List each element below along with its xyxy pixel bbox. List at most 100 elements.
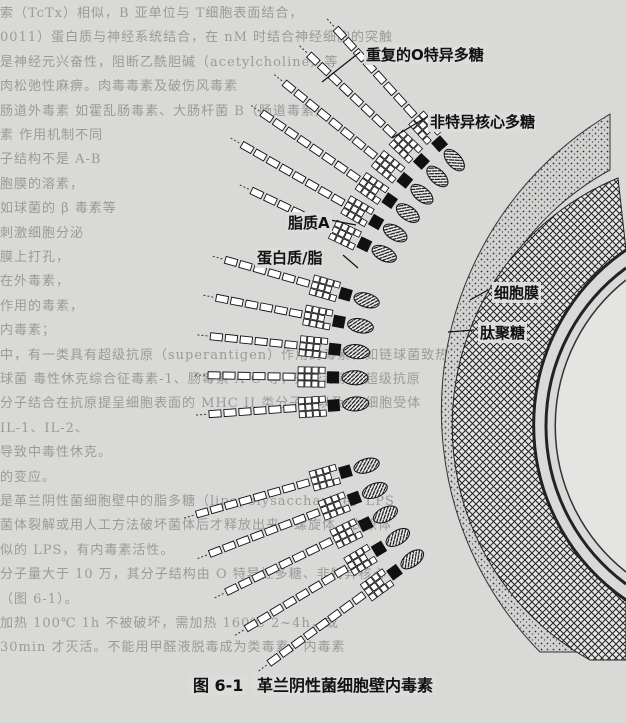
lps-molecule — [273, 74, 434, 205]
lipid-a-ellipse — [343, 344, 371, 360]
core-sugar — [347, 195, 357, 205]
lps-molecule — [203, 293, 374, 334]
core-sugar — [346, 241, 356, 251]
o-antigen-unit — [283, 404, 297, 413]
core-sugar — [343, 232, 353, 242]
o-antigen-unit — [268, 405, 282, 414]
core-sugar — [317, 314, 326, 323]
core-block — [331, 314, 346, 329]
core-sugar — [393, 134, 404, 145]
background-text-line: 在外毒素， — [0, 274, 71, 290]
core-sugar — [380, 159, 391, 170]
core-sugar — [355, 547, 365, 557]
core-sugar — [318, 380, 326, 388]
core-sugar — [346, 225, 356, 235]
core-sugar — [312, 410, 320, 418]
o-antigen-unit — [293, 88, 309, 104]
o-antigen-unit — [339, 599, 355, 614]
core-sugar — [374, 179, 384, 190]
core-sugar — [319, 409, 327, 417]
core-sugar — [333, 500, 342, 510]
o-antigen-unit — [267, 486, 282, 498]
core-block — [328, 342, 342, 356]
o-antigen-unit — [281, 79, 297, 94]
o-antigen-unit — [229, 296, 244, 307]
core-sugar — [398, 139, 409, 149]
lipid-a-ellipse — [353, 457, 380, 474]
core-sugar — [317, 474, 326, 483]
core-sugar — [418, 120, 428, 130]
o-antigen-unit — [209, 503, 224, 515]
core-sugar — [340, 222, 350, 232]
core-block — [386, 563, 403, 581]
o-antigen-unit — [284, 126, 300, 141]
core-sugar — [354, 183, 365, 194]
figure-title: 革兰阴性菌细胞壁内毒素 — [253, 676, 438, 695]
core-block — [338, 286, 353, 302]
core-sugar — [343, 201, 354, 211]
o-antigen-unit — [333, 160, 349, 175]
label-peptidoglycan: 肽聚糖 — [478, 322, 528, 343]
o-antigen-unit — [223, 498, 239, 511]
o-antigen-tail — [234, 629, 244, 636]
o-antigen-unit — [277, 518, 293, 531]
core-sugar — [346, 210, 356, 221]
core-sugar — [318, 395, 326, 403]
core-sugar — [320, 505, 329, 515]
core-sugar — [341, 536, 351, 546]
lps-molecule — [183, 457, 380, 519]
label-cell-membrane: 细胞膜 — [492, 282, 542, 303]
lipid-a-ellipse — [347, 317, 374, 334]
core-sugar — [376, 568, 387, 578]
lps-molecule — [239, 184, 397, 263]
core-sugar — [304, 304, 313, 313]
core-sugar — [355, 208, 366, 218]
lipid-a-ellipse — [342, 396, 370, 412]
core-sugar — [335, 539, 345, 550]
core-sugar — [359, 580, 370, 591]
label-o-antigen: 重复的O特异多糖 — [364, 44, 486, 65]
o-antigen-unit — [254, 336, 268, 347]
background-text-line: 0011）蛋白质与神经系统结合，在 nM 时结合神经细胞的突触 — [0, 30, 394, 46]
o-antigen-tail — [197, 334, 208, 337]
core-sugar — [320, 337, 329, 345]
core-sugar — [370, 185, 380, 196]
o-antigen-unit — [269, 603, 285, 617]
o-antigen-unit — [252, 372, 266, 381]
core-sugar — [365, 576, 375, 587]
o-antigen-tail — [273, 74, 283, 82]
core-sugar — [327, 232, 337, 242]
core-sugar — [310, 281, 319, 290]
o-antigen-unit — [223, 408, 237, 418]
o-antigen-unit — [317, 185, 333, 200]
o-antigen-unit — [318, 537, 334, 550]
core-sugar — [330, 493, 340, 503]
core-sugar — [352, 214, 362, 224]
core-block — [431, 135, 449, 153]
o-antigen-unit — [302, 626, 318, 641]
o-antigen-unit — [239, 140, 255, 155]
o-antigen-unit — [251, 569, 267, 583]
core-sugar — [361, 543, 371, 554]
o-antigen-unit — [345, 168, 361, 183]
core-sugar — [413, 143, 424, 154]
o-antigen-unit — [221, 540, 237, 553]
core-sugar — [379, 149, 390, 160]
o-antigen-unit — [305, 508, 321, 521]
core-sugar — [358, 217, 368, 228]
core-sugar — [315, 467, 324, 477]
background-text-line: 的变应。 — [0, 469, 57, 485]
o-antigen-unit — [208, 409, 222, 419]
core-sugar — [305, 410, 313, 418]
o-antigen-unit — [291, 513, 307, 526]
core-sugar — [302, 318, 311, 327]
lipid-a-ellipse — [382, 223, 408, 243]
cell-membrane-band-inner — [544, 266, 626, 586]
o-antigen-unit — [282, 372, 296, 381]
o-antigen-unit — [262, 193, 278, 206]
core-sugar — [373, 587, 384, 598]
core-sugar — [384, 154, 395, 164]
o-antigen-unit — [269, 338, 283, 348]
o-antigen-unit — [244, 299, 259, 310]
o-antigen-unit — [284, 340, 298, 350]
